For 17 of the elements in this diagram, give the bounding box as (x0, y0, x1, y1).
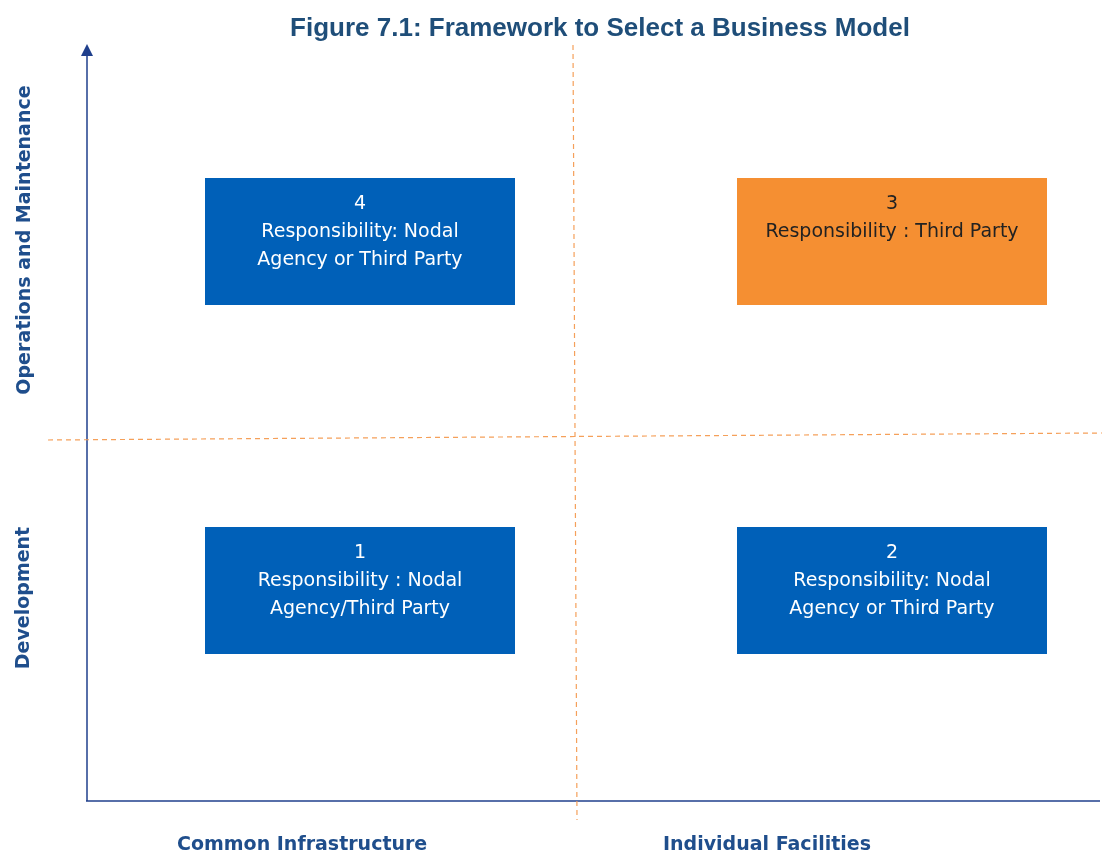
responsibility-text: Responsibility: Nodal Agency or Third Party (788, 567, 996, 620)
quadrant-box (205, 527, 515, 654)
quadrant-number: 2 (885, 539, 899, 564)
responsibility-text: Responsibility: Nodal Agency or Third Party (256, 218, 464, 271)
quadrant-box (737, 527, 1047, 654)
quadrant-box (205, 178, 515, 305)
quadrant-number: 3 (885, 190, 899, 215)
responsibility-text: Responsibility : Third Party (765, 218, 1019, 243)
responsibility-text: Responsibility : Nodal Agency/Third Party (256, 567, 464, 620)
quadrant-box (737, 178, 1047, 305)
axis-label: Operations and Maintenance (11, 85, 34, 395)
axis-label: Common Infrastructure (177, 832, 428, 852)
quadrant-number: 4 (353, 190, 367, 215)
axis-label: Individual Facilities (663, 832, 871, 852)
quadrant-number: 1 (353, 539, 367, 564)
axis-label: Development (11, 526, 34, 670)
figure-title: Figure 7.1: Framework to Select a Business Model (289, 12, 911, 43)
